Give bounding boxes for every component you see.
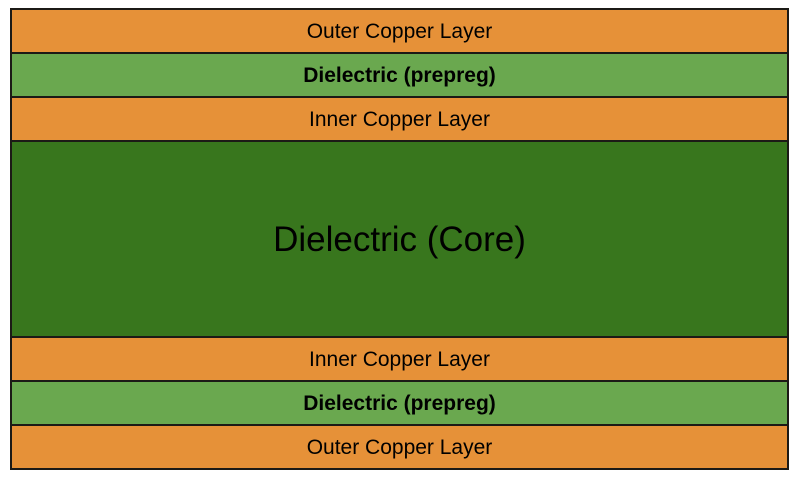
layer-prepreg-top-label: Dielectric (prepreg): [303, 63, 496, 87]
pcb-stackup-diagram: Outer Copper Layer Dielectric (prepreg) …: [10, 8, 789, 470]
layer-inner-copper-bottom-label: Inner Copper Layer: [309, 347, 490, 371]
layer-outer-copper-top: Outer Copper Layer: [10, 8, 789, 54]
layer-inner-copper-top-label: Inner Copper Layer: [309, 107, 490, 131]
layer-inner-copper-top: Inner Copper Layer: [10, 96, 789, 142]
layer-outer-copper-bottom: Outer Copper Layer: [10, 424, 789, 470]
layer-prepreg-bottom-label: Dielectric (prepreg): [303, 391, 496, 415]
layer-inner-copper-bottom: Inner Copper Layer: [10, 336, 789, 382]
layer-outer-copper-bottom-label: Outer Copper Layer: [306, 435, 493, 459]
layer-outer-copper-top-label: Outer Copper Layer: [306, 19, 493, 43]
layer-prepreg-bottom: Dielectric (prepreg): [10, 380, 789, 426]
layer-prepreg-top: Dielectric (prepreg): [10, 52, 789, 98]
layer-core: Dielectric (Core): [10, 140, 789, 338]
layer-core-label: Dielectric (Core): [273, 219, 526, 259]
